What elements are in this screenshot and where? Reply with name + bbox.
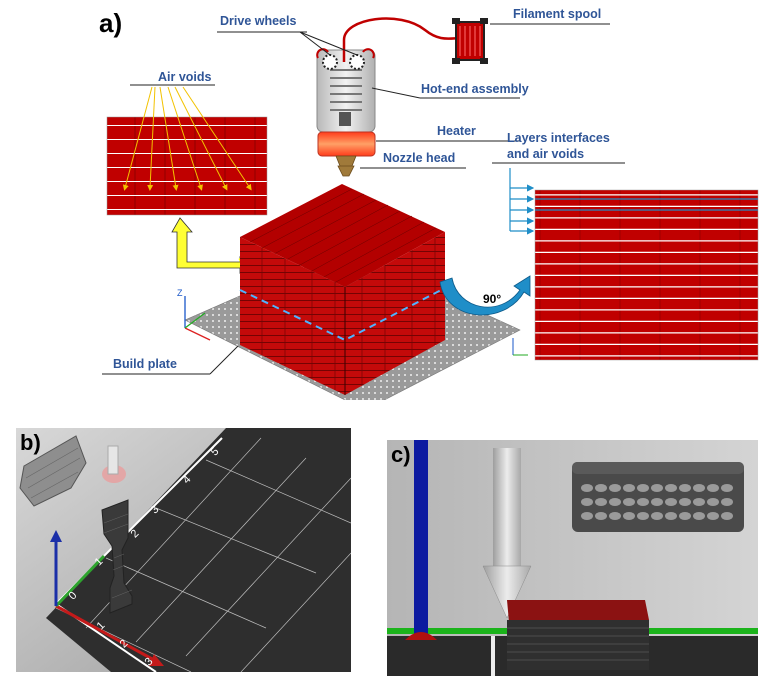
drive-wheels-label: Drive wheels — [220, 14, 297, 28]
air-voids-arrows — [122, 86, 252, 191]
air-voids-zoom-panel — [106, 116, 268, 216]
panel-c-scene — [387, 440, 758, 676]
rotation-90-label: 90° — [483, 292, 502, 306]
nozzle-block — [19, 435, 87, 507]
panel-b-scene — [16, 428, 351, 672]
panel-a-label: a) — [99, 8, 123, 38]
panel-c-label: c) — [391, 442, 411, 467]
rotation-arrow — [439, 275, 531, 316]
nozzle — [335, 155, 357, 177]
layers-interfaces-label: Layers interfaces and air voids — [507, 131, 610, 161]
heater-label: Heater — [437, 124, 476, 138]
filament-spool-label: Filament spool — [513, 7, 602, 21]
tensile-specimen — [101, 499, 133, 614]
nozzle-cylinder — [493, 448, 521, 568]
cube-left — [240, 237, 345, 395]
axis-triad — [184, 296, 211, 341]
filament-spool — [452, 18, 488, 64]
printer-bed — [46, 428, 351, 672]
printed-sample-top — [507, 600, 649, 622]
panel-b: b) 0 1 2 3 1 2 3 4 5 — [16, 428, 351, 672]
panel-c: c) — [387, 440, 758, 676]
air-voids-label: Air voids — [158, 70, 212, 84]
mini-axis-right — [512, 338, 528, 356]
nozzle-head-label: Nozzle head — [383, 151, 456, 165]
hot-end-label: Hot-end assembly — [421, 82, 529, 96]
cube-top — [240, 184, 445, 287]
panel-b-label: b) — [20, 430, 41, 455]
build-plate-label: Build plate — [113, 357, 177, 371]
panel-a-figure — [102, 17, 759, 400]
layers-zoom-panel — [534, 189, 759, 361]
axis-z-label: Z — [177, 288, 183, 298]
printed-sample-body — [507, 620, 649, 670]
heater — [317, 131, 376, 157]
zoom-pointer-arrow — [171, 217, 251, 274]
